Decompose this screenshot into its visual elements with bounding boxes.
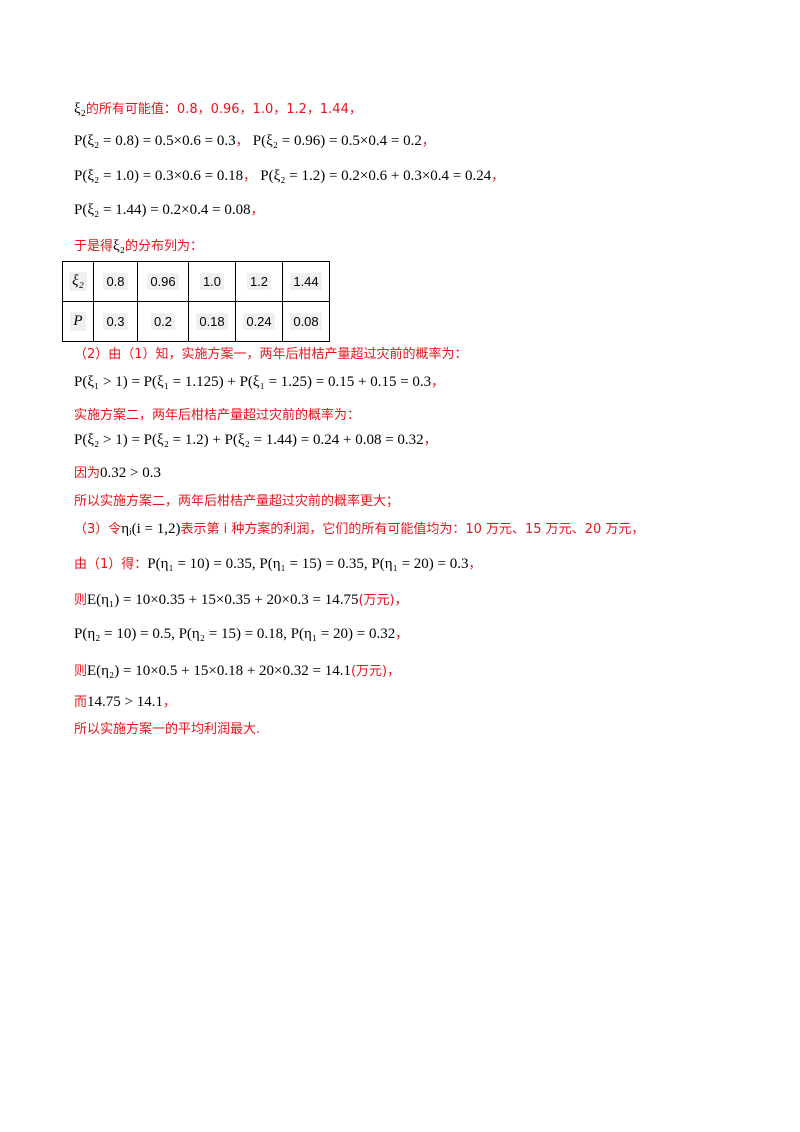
eq-compare: 0.32 > 0.3 xyxy=(100,465,161,481)
eq-compare-expect: 14.75 > 14.1 xyxy=(87,694,163,710)
sep-end: ， xyxy=(395,627,409,642)
xi2-values-text: 的所有可能值：0.8，0.96，1.0，1.2，1.44， xyxy=(85,102,362,117)
part3-p2-line: P(η₂ = 10) = 0.5, P(η₂ = 15) = 0.18, P(η… xyxy=(74,624,408,645)
part2-eq2-line: P(ξ₂ > 1) = P(ξ₂ = 1.2) + P(ξ₂ = 1.44) =… xyxy=(74,430,437,451)
then-text: 则 xyxy=(74,664,88,679)
part3-p1-line: 由（1）得：P(η₁ = 10) = 0.35, P(η₁ = 15) = 0.… xyxy=(74,554,482,575)
eq-xi2-gt-1: P(ξ₂ > 1) = P(ξ₂ = 1.2) + P(ξ₂ = 1.44) =… xyxy=(74,432,424,448)
sep-end: ， xyxy=(468,557,482,572)
table-cell: 1.0 xyxy=(188,261,236,302)
sep: ， xyxy=(235,134,249,149)
xi2-symbol: ξ₂ xyxy=(74,101,86,117)
eq-e-eta1: E(η₁) = 10×0.35 + 15×0.35 + 20×0.3 = 14.… xyxy=(87,592,359,608)
sep-end: ， xyxy=(491,169,505,184)
distribution-heading: 于是得ξ₂的分布列为： xyxy=(74,236,203,257)
heading-text-b: 的分布列为： xyxy=(124,239,203,254)
xi2-values-line: ξ₂的所有可能值：0.8，0.96，1.0，1.2，1.44， xyxy=(74,99,362,120)
eq-p-0-96: P(ξ₂ = 0.96) = 0.5×0.4 = 0.2 xyxy=(252,133,422,149)
table-header-p: P xyxy=(62,301,94,342)
table-cell: 0.24 xyxy=(235,301,283,342)
from-text: 由（1）得： xyxy=(74,557,148,572)
part3-e1-line: 则E(η₁) = 10×0.35 + 15×0.35 + 20×0.3 = 14… xyxy=(74,590,408,611)
eq-xi1-gt-1: P(ξ₁ > 1) = P(ξ₁ = 1.125) + P(ξ₁ = 1.25)… xyxy=(74,374,432,390)
part3-intro-line: （3）令ηᵢ(i = 1,2)表示第 i 种方案的利润，它们的所有可能值均为：1… xyxy=(74,519,644,540)
eq-p-0-8: P(ξ₂ = 0.8) = 0.5×0.6 = 0.3 xyxy=(74,133,236,149)
prob-line-2: P(ξ₂ = 1.0) = 0.3×0.6 = 0.18， P(ξ₂ = 1.2… xyxy=(74,166,504,187)
unit-text: (万元)， xyxy=(358,593,408,608)
part2-eq1-line: P(ξ₁ > 1) = P(ξ₁ = 1.125) + P(ξ₁ = 1.25)… xyxy=(74,372,444,393)
table-cell: 0.96 xyxy=(137,261,189,302)
because-text: 因为 xyxy=(74,466,101,481)
xi2-symbol: ξ₂ xyxy=(113,238,125,254)
sep-end: ， xyxy=(423,433,437,448)
distribution-table: ξ₂ 0.8 0.96 1.0 1.2 1.44 P 0.3 0.2 0.18 … xyxy=(62,261,330,342)
eq-p-1-44: P(ξ₂ = 1.44) = 0.2×0.4 = 0.08 xyxy=(74,202,251,218)
eq-eta1-probs: P(η₁ = 10) = 0.35, P(η₁ = 15) = 0.35, P(… xyxy=(147,556,469,572)
table-row: ξ₂ 0.8 0.96 1.0 1.2 1.44 xyxy=(62,261,330,302)
part3-final: 所以实施方案一的平均利润最大. xyxy=(74,722,261,737)
part3-e2-line: 则E(η₂) = 10×0.5 + 15×0.18 + 20×0.32 = 14… xyxy=(74,661,400,682)
part2-plan2: 实施方案二，两年后柑桔产量超过灾前的概率为： xyxy=(74,408,361,423)
unit-text: (万元)， xyxy=(350,664,401,679)
table-cell: 1.2 xyxy=(235,261,283,302)
table-cell: 0.18 xyxy=(188,301,236,342)
eq-p-1-0: P(ξ₂ = 1.0) = 0.3×0.6 = 0.18 xyxy=(74,168,244,184)
eq-eta2-probs: P(η₂ = 10) = 0.5, P(η₂ = 15) = 0.18, P(η… xyxy=(74,626,396,642)
part2-because-line: 因为0.32 > 0.3 xyxy=(74,463,161,484)
sep-end: ， xyxy=(431,375,445,390)
sep-end: ， xyxy=(421,134,435,149)
part3-compare-line: 而14.75 > 14.1， xyxy=(74,692,176,713)
eq-e-eta2: E(η₂) = 10×0.5 + 15×0.18 + 20×0.32 = 14.… xyxy=(87,663,351,679)
table-cell: 0.8 xyxy=(93,261,138,302)
part3-intro-a: （3）令 xyxy=(74,522,122,537)
table-row: P 0.3 0.2 0.18 0.24 0.08 xyxy=(62,301,330,342)
and-text: 而 xyxy=(74,695,88,710)
table-cell: 0.3 xyxy=(93,301,138,342)
prob-line-1: P(ξ₂ = 0.8) = 0.5×0.6 = 0.3， P(ξ₂ = 0.96… xyxy=(74,131,435,152)
part3-intro-b: 表示第 i 种方案的利润，它们的所有可能值均为：10 万元、15 万元、20 万… xyxy=(180,522,645,537)
part2-intro: （2）由（1）知，实施方案一，两年后柑桔产量超过灾前的概率为： xyxy=(74,347,468,362)
sep: ， xyxy=(243,169,257,184)
prob-line-3: P(ξ₂ = 1.44) = 0.2×0.4 = 0.08， xyxy=(74,200,264,221)
heading-text-a: 于是得 xyxy=(74,239,114,254)
table-header-xi2: ξ₂ xyxy=(62,261,94,302)
eq-eta-i: ηᵢ(i = 1,2) xyxy=(121,521,181,537)
table-cell: 0.2 xyxy=(137,301,189,342)
then-text: 则 xyxy=(74,593,88,608)
sep-end: ， xyxy=(250,203,264,218)
table-cell: 1.44 xyxy=(282,261,330,302)
sep-end: ， xyxy=(162,695,176,710)
table-cell: 0.08 xyxy=(282,301,330,342)
part2-conclusion: 所以实施方案二，两年后柑桔产量超过灾前的概率更大； xyxy=(74,494,400,509)
eq-p-1-2: P(ξ₂ = 1.2) = 0.2×0.6 + 0.3×0.4 = 0.24 xyxy=(260,168,492,184)
